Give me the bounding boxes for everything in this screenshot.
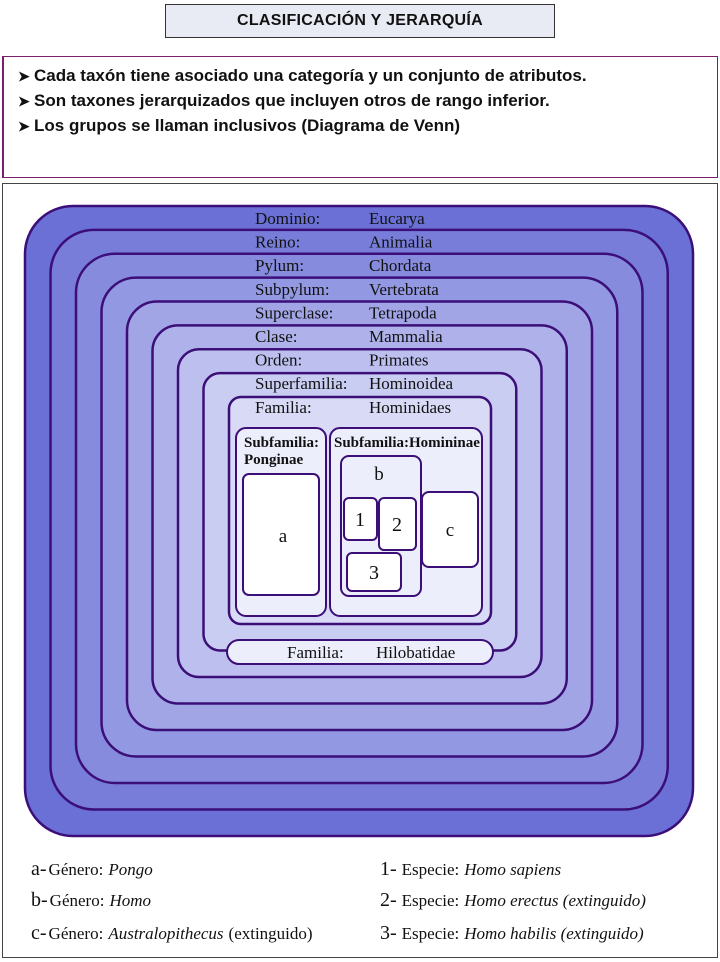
species-1-box: [343, 497, 378, 541]
legend-name: Homo sapiens: [463, 860, 561, 879]
bullet-text: Los grupos se llaman inclusivos (Diagram…: [34, 116, 461, 135]
bullet-text: Son taxones jerarquizados que incluyen o…: [34, 91, 550, 110]
species-1-label: 1: [355, 509, 365, 531]
species-3-label: 3: [369, 562, 379, 584]
taxon-rank-label: Subpylum:: [255, 280, 330, 299]
genus-a-label: a: [279, 526, 288, 547]
legend-rank: Género:: [49, 860, 104, 879]
taxon-name-label: Hominoidea: [369, 374, 453, 393]
arrow-bullet-icon: ➤: [18, 118, 30, 134]
arrow-bullet-icon: ➤: [18, 68, 30, 84]
legend-key: 2-: [380, 889, 397, 911]
genus-c-box: [421, 491, 479, 568]
species-2-label: 2: [392, 514, 402, 536]
taxon-name-label: Primates: [369, 351, 429, 370]
bullet-item: ➤ Cada taxón tiene asociado una categorí…: [18, 65, 707, 87]
bullet-text: Cada taxón tiene asociado una categoría …: [34, 66, 587, 85]
legend-item-3: 3- Especie:Homo habilis (extinguido): [380, 922, 644, 944]
legend-name: Pongo: [107, 860, 152, 879]
legend-item-b: b-Género:Homo: [31, 889, 151, 911]
title-box: CLASIFICACIÓN Y JERARQUÍA: [165, 4, 555, 38]
taxon-name-label: Vertebrata: [369, 280, 439, 299]
legend-key: b-: [31, 889, 48, 911]
hilobatidae-box: [226, 639, 494, 665]
page-title: CLASIFICACIÓN Y JERARQUÍA: [236, 12, 484, 29]
legend-key: c-: [31, 922, 47, 944]
taxon-name-label: Eucarya: [369, 209, 425, 228]
legend-rank: Género:: [49, 924, 104, 943]
species-2-box: [378, 497, 417, 551]
legend-rank: Especie:: [402, 891, 460, 910]
homininae-label: Subfamilia:Homininae: [334, 435, 480, 451]
genus-b-label: b: [374, 464, 384, 485]
taxon-rank-label: Familia:: [255, 398, 312, 417]
genus-a-box: [242, 473, 320, 596]
legend-name: Homo: [108, 891, 151, 910]
legend-name: Homo habilis (extinguido): [463, 924, 644, 943]
bullet-item: ➤ Los grupos se llaman inclusivos (Diagr…: [18, 115, 707, 137]
hilobatidae-name: Hilobatidae: [376, 643, 455, 662]
ponginae-label-line2: Ponginae: [244, 452, 304, 468]
taxon-rank-label: Pylum:: [255, 256, 304, 275]
species-3-box: [346, 552, 402, 592]
legend-item-c: c-Género:Australopithecus (extinguido): [31, 922, 313, 944]
ponginae-label-line1: Subfamilia:: [244, 435, 319, 451]
legend-rank: Especie:: [402, 860, 460, 879]
taxon-rank-label: Dominio:: [255, 209, 320, 228]
taxon-rank-label: Clase:: [255, 327, 298, 346]
legend-key: a-: [31, 858, 47, 880]
legend-name: Australopithecus: [107, 924, 224, 943]
taxon-name-label: Chordata: [369, 256, 432, 275]
taxon-rank-label: Orden:: [255, 351, 302, 370]
legend-rank: Especie:: [402, 924, 460, 943]
legend-name: Homo erectus (extinguido): [463, 891, 646, 910]
genus-c-label: c: [446, 520, 454, 541]
hilobatidae-rank: Familia:: [287, 643, 344, 662]
legend-note: (extinguido): [229, 924, 313, 943]
taxon-name-label: Mammalia: [369, 327, 443, 346]
arrow-bullet-icon: ➤: [18, 93, 30, 109]
taxon-rank-label: Superclase:: [255, 303, 333, 322]
legend-rank: Género:: [50, 891, 105, 910]
taxon-name-label: Animalia: [369, 233, 433, 252]
legend-item-1: 1- Especie:Homo sapiens: [380, 858, 561, 880]
bullet-list: ➤ Cada taxón tiene asociado una categorí…: [2, 56, 718, 178]
legend-item-a: a-Género:Pongo: [31, 858, 153, 880]
legend-item-2: 2- Especie:Homo erectus (extinguido): [380, 889, 646, 911]
legend-key: 1-: [380, 858, 397, 880]
taxon-rank-label: Reino:: [255, 233, 300, 252]
taxon-rank-label: Superfamilia:: [255, 374, 348, 393]
taxon-name-label: Tetrapoda: [369, 303, 437, 322]
legend: a-Género:Pongo b-Género:Homo c-Género:Au…: [31, 858, 646, 944]
taxon-name-label: Hominidaes: [369, 398, 451, 417]
bullet-item: ➤ Son taxones jerarquizados que incluyen…: [18, 90, 707, 112]
legend-key: 3-: [380, 922, 397, 944]
